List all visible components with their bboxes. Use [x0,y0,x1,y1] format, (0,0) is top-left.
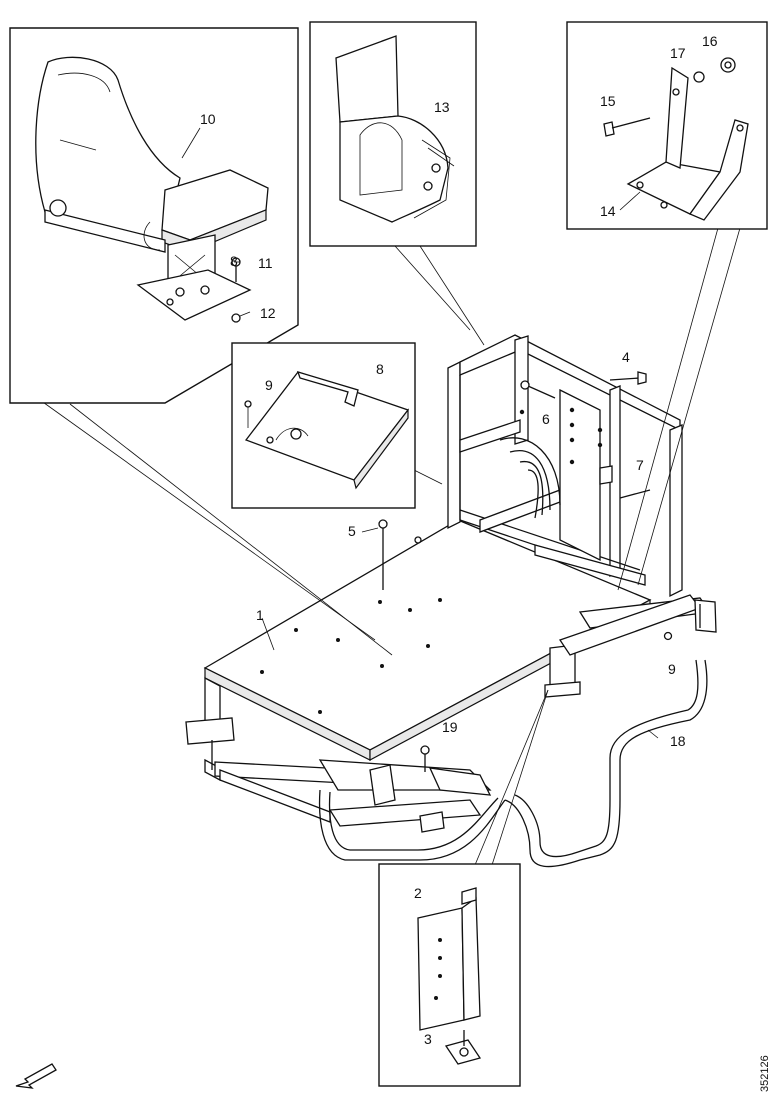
label-part-5: 5 [348,523,356,539]
leader-lines [39,227,741,866]
label-part-19: 19 [442,719,458,735]
main-frame [185,334,717,868]
inset-panel-13 [309,21,477,247]
label-part-11: 11 [258,255,273,271]
inset-bracket-2 [378,863,521,1087]
label-part-3: 3 [424,1031,432,1047]
label-part-9-frame: 9 [668,661,676,677]
label-part-8: 8 [376,361,384,377]
label-part-18: 18 [670,733,686,749]
label-part-17: 17 [670,45,686,61]
arrow-down-left-icon [15,1063,57,1089]
part-labels: 1 2 3 4 5 6 7 8 9 9 10 11 8 12 13 14 15 … [200,33,718,1047]
label-part-4: 4 [622,349,630,365]
label-part-14: 14 [600,203,616,219]
label-part-13: 13 [434,99,450,115]
inset-seat [9,27,299,404]
label-part-15: 15 [600,93,616,109]
label-part-6: 6 [542,411,550,427]
label-part-16: 16 [702,33,718,49]
label-part-2: 2 [414,885,422,901]
inset-cover-8 [231,342,416,509]
label-part-12: 12 [260,305,276,321]
figure-id: 352126 [759,1055,771,1092]
label-part-1: 1 [256,607,264,623]
label-part-9-cover: 9 [265,377,273,393]
label-part-7: 7 [636,457,644,473]
label-part-8-seat: 8 [230,253,238,269]
label-part-10: 10 [200,111,216,127]
inset-bracket-14 [566,21,768,230]
